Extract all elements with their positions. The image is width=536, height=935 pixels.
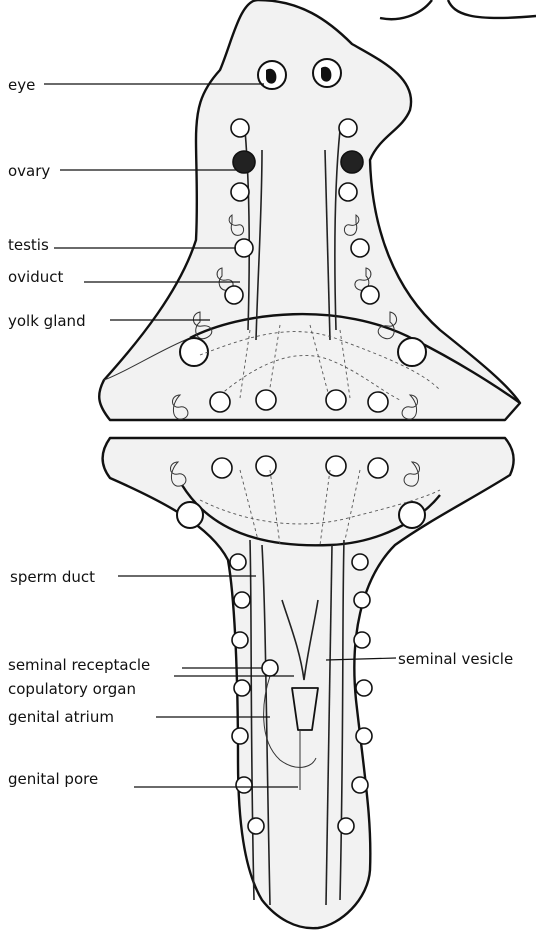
label-genital-pore: genital pore xyxy=(8,770,98,788)
label-oviduct: oviduct xyxy=(8,268,63,286)
eye-right-icon xyxy=(313,59,341,87)
ovary-left-icon xyxy=(233,151,255,173)
label-eye: eye xyxy=(8,76,35,94)
label-copulatory-organ: copulatory organ xyxy=(8,680,136,698)
seminal-receptacle-shape xyxy=(262,660,278,676)
label-genital-atrium: genital atrium xyxy=(8,708,114,726)
ovary-right-icon xyxy=(341,151,363,173)
eye-left-icon xyxy=(258,61,286,89)
label-sperm-duct: sperm duct xyxy=(10,568,95,586)
label-testis: testis xyxy=(8,236,49,254)
lower-body-outline xyxy=(103,438,514,928)
label-yolk-gland: yolk gland xyxy=(8,312,86,330)
upper-body-outline xyxy=(99,0,520,420)
scale-bar-fragment xyxy=(380,0,536,19)
label-seminal-receptacle: seminal receptacle xyxy=(8,656,150,674)
label-ovary: ovary xyxy=(8,162,50,180)
label-seminal-vesicle: seminal vesicle xyxy=(398,650,513,668)
